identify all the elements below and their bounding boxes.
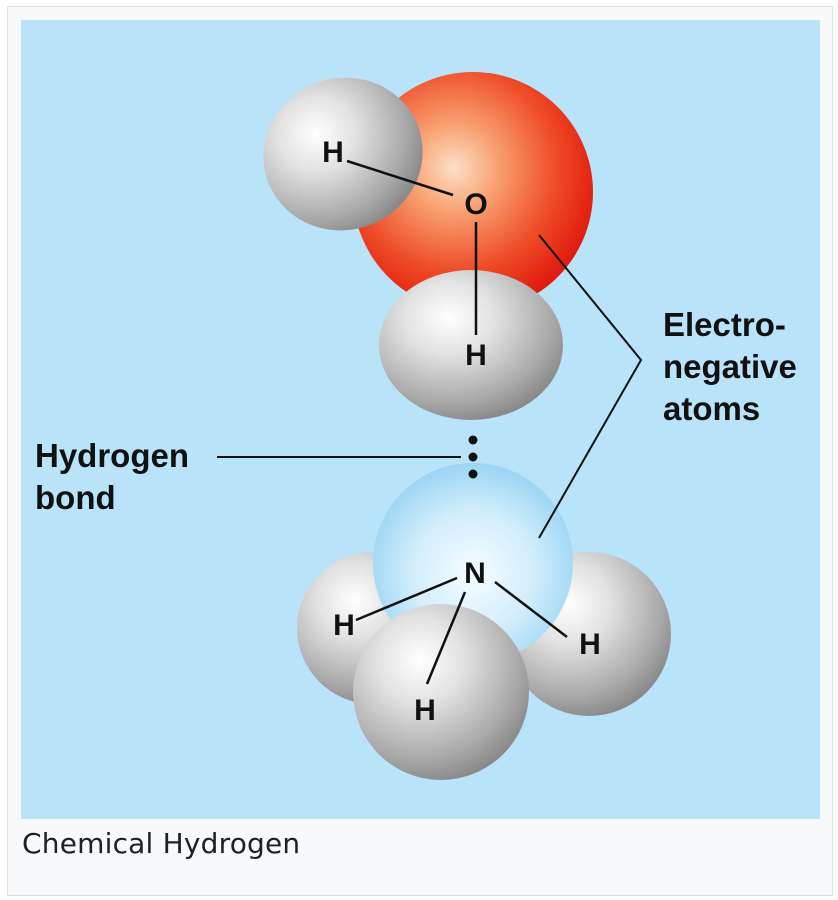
hydrogen-bond-label-line1: Hydrogen	[35, 437, 189, 474]
hydrogen-bond-diagram: H O H N H H H Hydrogen bond Electro- neg…	[21, 20, 820, 819]
water-hydrogen-bottom	[379, 270, 563, 420]
bond-n-h-right	[494, 581, 568, 638]
hydrogen-bond-label-line2: bond	[35, 479, 116, 516]
water-o-label: O	[464, 188, 487, 221]
hydrogen-bond-dots	[468, 435, 478, 479]
bond-n-h-bottom	[425, 591, 467, 685]
water-h-bottom-label: H	[465, 339, 487, 372]
water-molecule	[263, 72, 593, 420]
electronegative-label-line2: negative	[663, 348, 797, 385]
electronegative-label-line1: Electro-	[663, 306, 786, 343]
water-hydrogen-top	[263, 77, 423, 231]
electronegative-leader	[538, 234, 643, 539]
ammonia-h-right-label: H	[579, 628, 601, 661]
bond-n-h-left	[355, 576, 458, 622]
water-h-top-label: H	[322, 136, 344, 169]
bond-o-h-top	[346, 159, 454, 197]
ammonia-h-bottom-label: H	[414, 694, 436, 727]
electronegative-label-line3: atoms	[663, 390, 760, 427]
ammonia-n-label: N	[464, 557, 486, 590]
ammonia-h-left-label: H	[333, 609, 355, 642]
ammonia-hydrogen-bottom	[353, 604, 529, 780]
figure-frame: H O H N H H H Hydrogen bond Electro- neg…	[7, 6, 833, 896]
figure-caption: Chemical Hydrogen	[22, 827, 301, 860]
ammonia-molecule	[297, 463, 671, 780]
